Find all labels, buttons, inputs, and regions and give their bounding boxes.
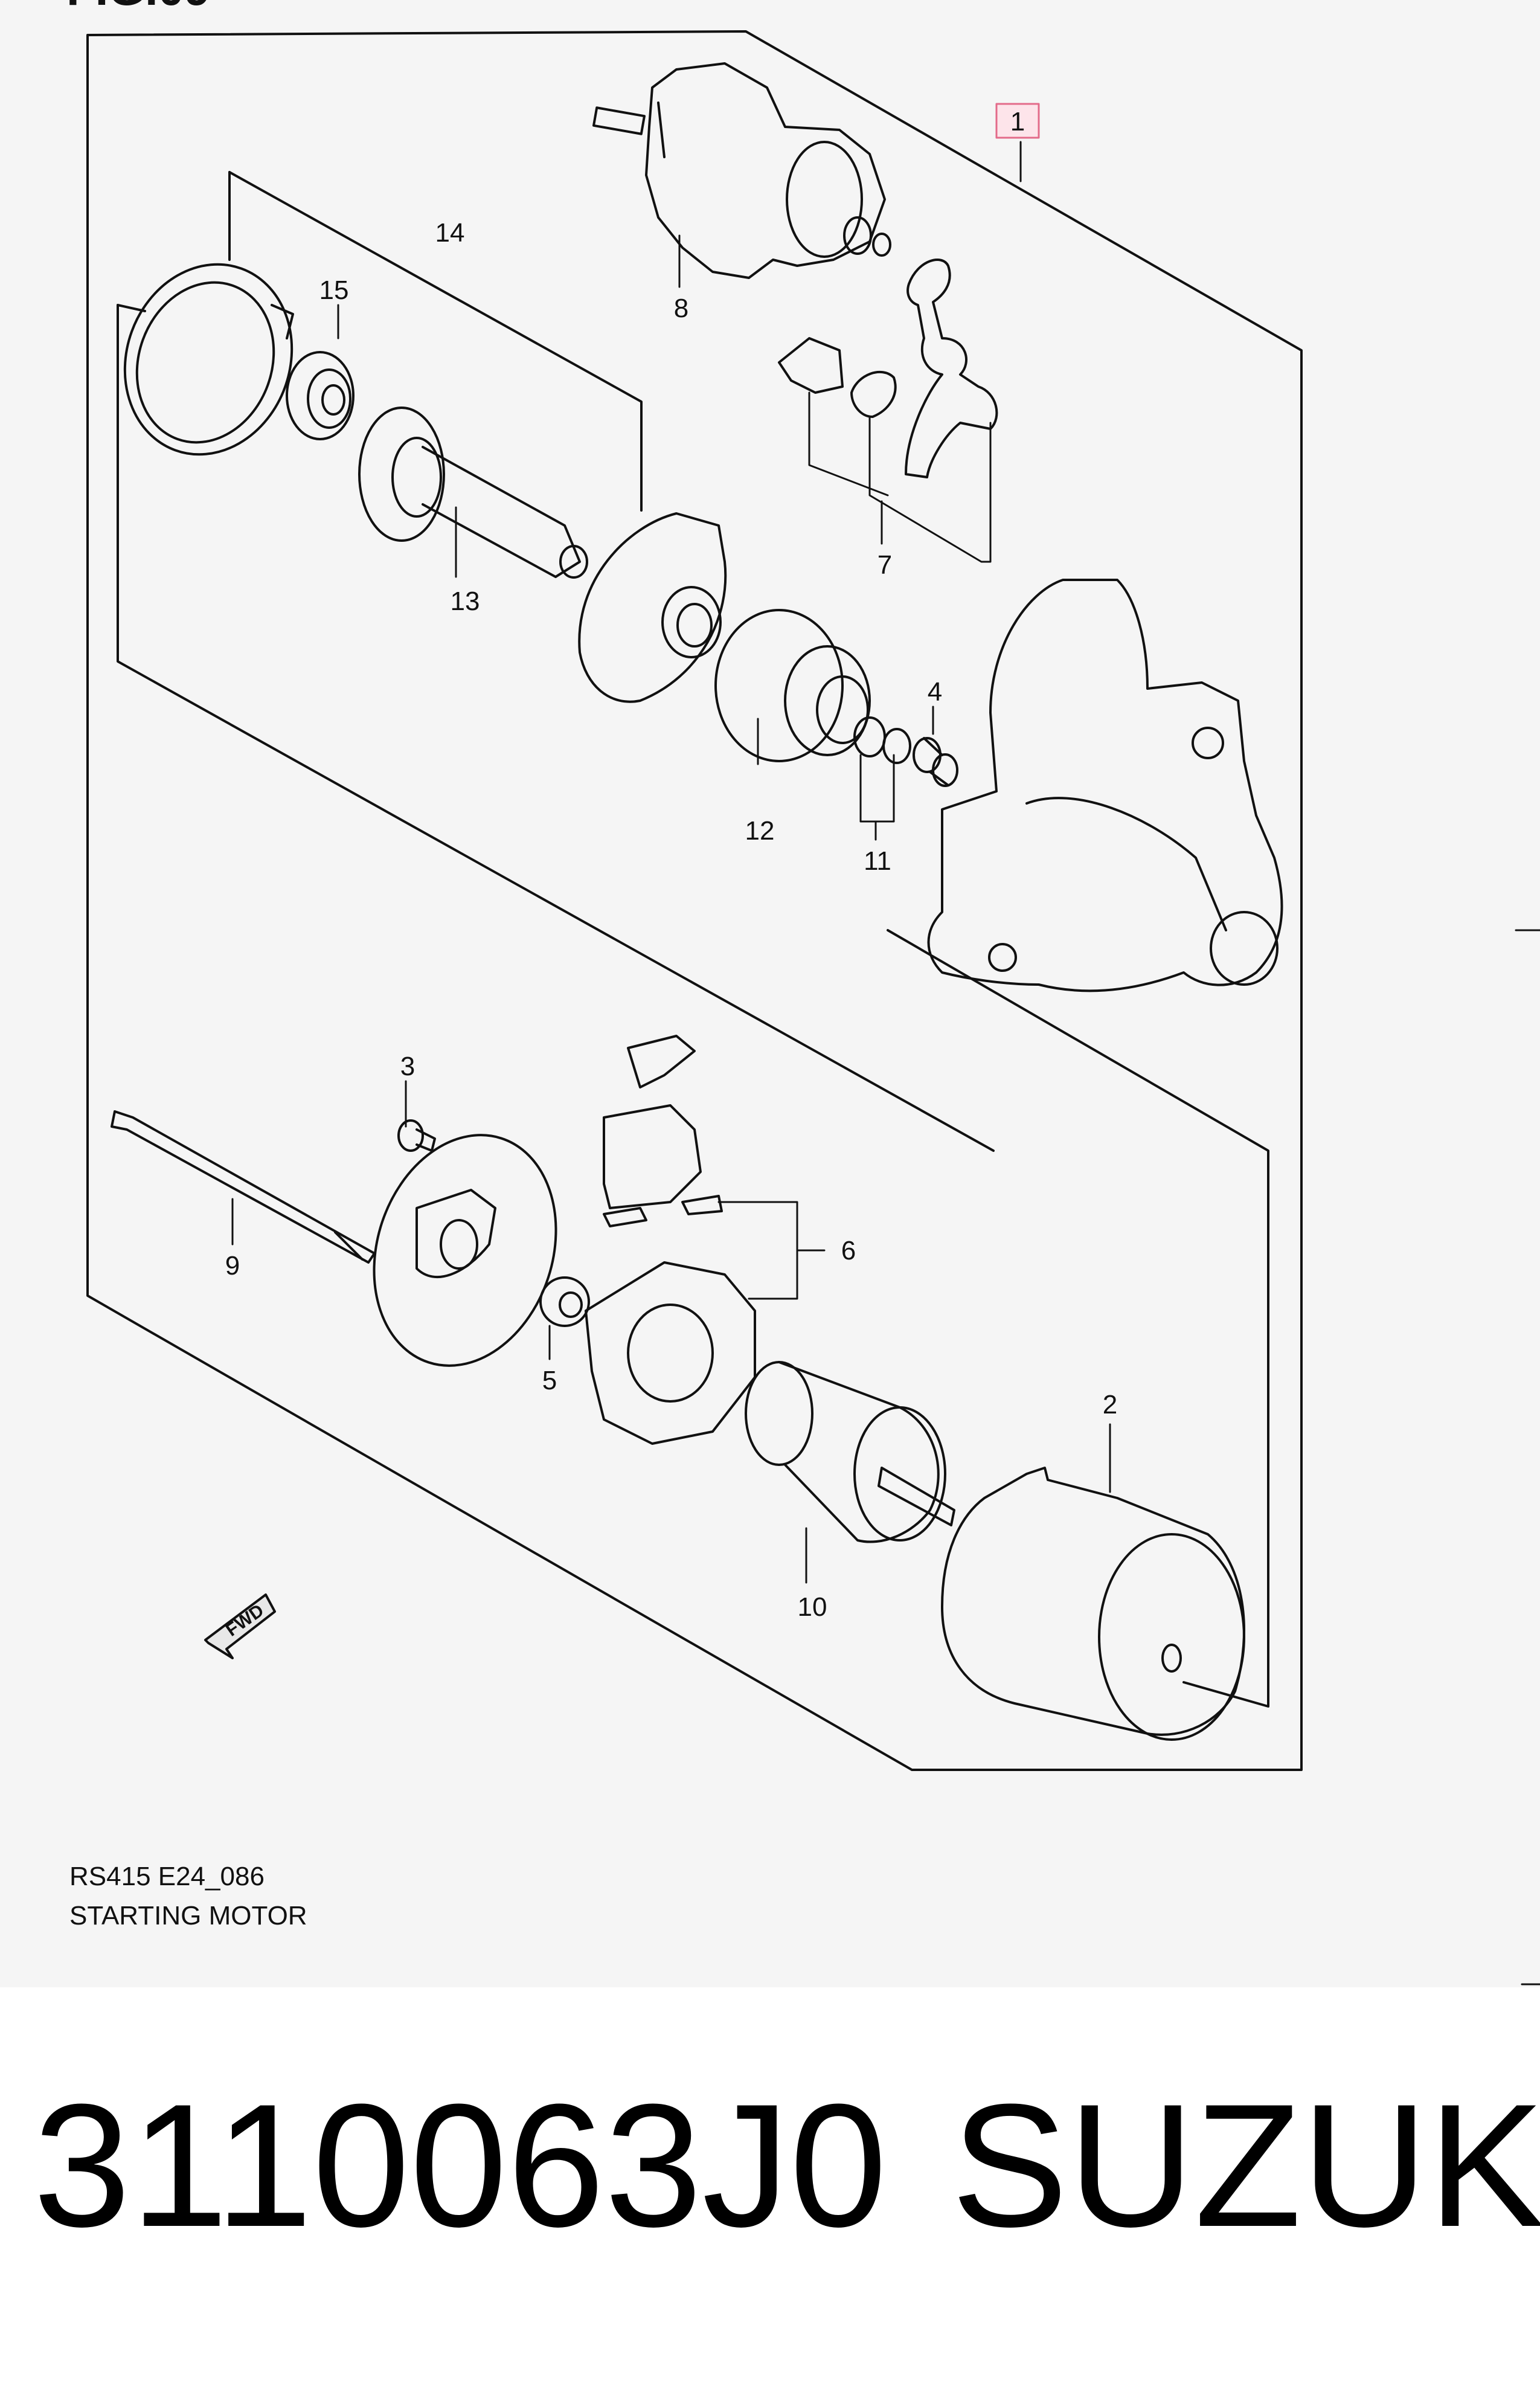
main-frame [86, 30, 1303, 1771]
seal-ring-part [123, 263, 294, 456]
callout-11: 11 [864, 846, 891, 876]
figure-header: FIG.09 [66, 0, 210, 15]
callout-labels: 1 2 3 4 5 6 7 8 9 10 11 12 13 14 15 [225, 103, 1117, 1622]
retainer-rings-part [853, 716, 911, 764]
armature-part [745, 1361, 955, 1543]
callout-10: 10 [798, 1592, 827, 1622]
leader-lines [231, 141, 1111, 1584]
screw-part [397, 1119, 436, 1152]
callout-13: 13 [451, 587, 480, 616]
planetary-gear-part [286, 351, 355, 440]
callout-7: 7 [877, 550, 892, 580]
washer-part [539, 1276, 590, 1327]
yoke-part [941, 1467, 1245, 1741]
exploded-parts-diagram: FIG.09 [66, 0, 1540, 1985]
drive-end-housing-part [927, 579, 1283, 992]
brush-holder-part [585, 1035, 756, 1445]
callout-8: 8 [674, 294, 688, 323]
through-bolt-part [111, 1110, 376, 1264]
callout-2: 2 [1103, 1390, 1117, 1419]
output-shaft-part [358, 407, 588, 579]
callout-1: 1 [1010, 107, 1025, 137]
callout-12: 12 [745, 816, 775, 846]
caption-title: STARTING MOTOR [69, 1901, 307, 1931]
armature-assembly-frame [887, 929, 1269, 1708]
callout-15: 15 [319, 275, 349, 305]
bushing-part [913, 737, 958, 787]
callout-5: 5 [542, 1366, 557, 1395]
callout-9: 9 [225, 1251, 240, 1281]
edge-marks [1515, 929, 1540, 1985]
part-number: 3110063J0 [33, 2068, 887, 2263]
gear-housing-part [578, 512, 727, 703]
pinion-clutch-part [714, 609, 871, 762]
fwd-arrow-icon: FWD [204, 1593, 276, 1659]
end-cover-part [373, 1134, 557, 1367]
callout-6: 6 [841, 1236, 856, 1265]
drive-assembly-frame [117, 171, 995, 1152]
callout-1-highlight [995, 103, 1040, 139]
brand-name: SUZUKI [951, 2068, 1540, 2263]
callout-3: 3 [400, 1052, 415, 1081]
callout-14: 14 [435, 218, 465, 248]
solenoid-part [592, 62, 891, 279]
shift-lever-part [778, 259, 998, 478]
callout-4: 4 [928, 677, 942, 707]
diagram-sheet: FIG.09 [66, 0, 1540, 1985]
caption-code: RS415 E24_086 [69, 1862, 265, 1891]
